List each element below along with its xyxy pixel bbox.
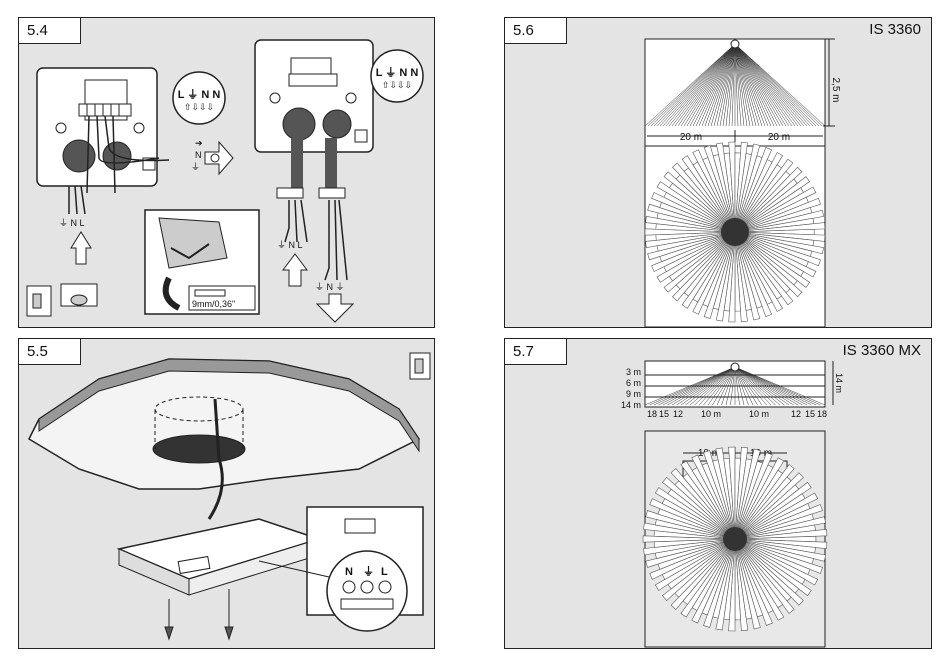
- detection-range-5-6: 2,5 m 20 m 20 m: [505, 18, 932, 328]
- side-label-earth: ⏚: [191, 162, 200, 172]
- supply-labels-right: ⏚ N L: [277, 240, 303, 250]
- height-3m: 3 m: [626, 367, 641, 377]
- ceiling-slab: [29, 359, 419, 489]
- scale-10m-left: 10 m: [701, 409, 721, 419]
- supply-arrow-right: [283, 254, 307, 286]
- scale-12-left: 12: [673, 409, 683, 419]
- load-arrow-down: [317, 294, 353, 322]
- right-width-label: 20 m: [768, 132, 790, 143]
- scale-18-left: 18: [647, 409, 657, 419]
- side-label-arrow: ➔: [195, 138, 203, 148]
- load-labels: ⏚ N ⏚: [315, 282, 345, 292]
- height-6m: 6 m: [626, 378, 641, 388]
- strip-length-label: 9mm/0,36": [192, 299, 235, 309]
- terminal-labels-left: L ⏚ N N: [178, 88, 221, 101]
- scale-10m-right: 10 m: [749, 409, 769, 419]
- height-label: 2,5 m: [830, 77, 841, 102]
- height-9m: 9 m: [626, 389, 641, 399]
- scale-18-right: 18: [817, 409, 827, 419]
- panel-5-6: 5.6 IS 3360 2,5 m 20 m 20 m: [504, 17, 932, 328]
- side-label-n: N: [195, 150, 202, 160]
- mounting-screws: [165, 627, 233, 639]
- device-housing-right: [255, 40, 373, 280]
- mounting-diagram-5-5: N ⏚ L: [19, 339, 435, 649]
- left-width-label: 20 m: [680, 132, 702, 143]
- terminal-arrows: ⇧⇩⇩⇩: [184, 102, 214, 112]
- ceiling-hole: [153, 435, 245, 463]
- detection-range-5-7: 3 m 6 m 9 m 14 m 14 m 18 15 12 10 m 10 m…: [505, 339, 932, 649]
- supply-arrow-left: [71, 232, 91, 264]
- svg-text:⇧⇩⇩⇩: ⇧⇩⇩⇩: [382, 80, 412, 90]
- terminal-labels-right: L ⏚ N N: [376, 66, 419, 79]
- scale-12-right: 12: [791, 409, 801, 419]
- supply-labels-left: ⏚ N L: [59, 218, 85, 228]
- height-total-label: 14 m: [834, 373, 844, 393]
- scale-15-right: 15: [805, 409, 815, 419]
- sensor-icon: [731, 40, 739, 48]
- terminal-earth: ⏚: [363, 565, 374, 578]
- panel-5-5: 5.5 N ⏚ L: [18, 338, 435, 649]
- device-housing-left: [37, 68, 169, 214]
- sensor-icon: [731, 363, 739, 371]
- panel-5-4: 5.4 L ⏚ N N ⇧⇩⇩⇩ ➔ N ⏚ ⏚ N L: [18, 17, 435, 328]
- terminal-n: N: [345, 566, 353, 578]
- terminal-l: L: [381, 566, 388, 578]
- scale-15-left: 15: [659, 409, 669, 419]
- height-14m: 14 m: [621, 400, 641, 410]
- panel-5-7: 5.7 IS 3360 MX 3 m 6 m 9 m 14 m 14 m 18 …: [504, 338, 932, 649]
- wiring-diagram-5-4: L ⏚ N N ⇧⇩⇩⇩ ➔ N ⏚ ⏚ N L 9mm/0,36": [19, 18, 435, 328]
